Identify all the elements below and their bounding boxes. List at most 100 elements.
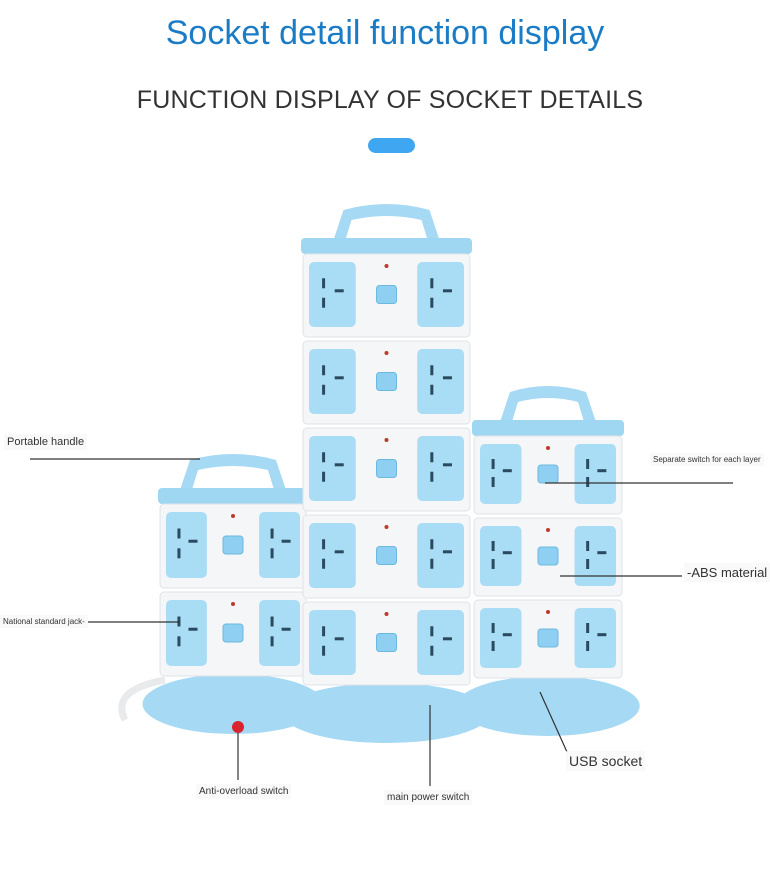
socket-pin-hole: [177, 548, 181, 559]
socket-pin-hole: [322, 645, 326, 656]
indicator-light: [231, 602, 235, 606]
socket-pin-hole: [270, 616, 274, 627]
socket-pin-hole: [334, 550, 344, 554]
socket-pin-hole: [188, 539, 198, 543]
socket-pin-hole: [491, 459, 495, 469]
socket-pin-hole: [322, 539, 326, 550]
socket-pin-hole: [430, 645, 434, 656]
label-portable-handle: Portable handle: [4, 434, 88, 450]
socket-pin-hole: [322, 452, 326, 463]
socket-pin-hole: [586, 541, 590, 551]
socket-outlet: [574, 526, 616, 586]
tower-base: [282, 683, 491, 743]
overload-switch-button: [232, 721, 244, 733]
socket-pin-hole: [430, 278, 434, 289]
socket-pin-hole: [270, 528, 274, 539]
socket-pin-hole: [491, 559, 495, 569]
socket-pin-hole: [322, 471, 326, 482]
socket-pin-hole: [597, 551, 607, 555]
socket-pin-hole: [430, 539, 434, 550]
socket-pin-hole: [430, 365, 434, 376]
socket-pin-hole: [322, 384, 326, 395]
socket-pin-hole: [442, 550, 452, 554]
layer-switch: [376, 372, 397, 391]
socket-pin-hole: [430, 471, 434, 482]
socket-pin-hole: [586, 641, 590, 651]
indicator-light: [231, 514, 235, 518]
layer-switch: [376, 546, 397, 565]
socket-pin-hole: [334, 463, 344, 467]
indicator-light: [384, 438, 389, 442]
layer-switch: [376, 633, 397, 652]
socket-pin-hole: [430, 452, 434, 463]
socket-pin-hole: [491, 623, 495, 633]
tower-base: [142, 674, 324, 734]
socket-pin-hole: [586, 477, 590, 487]
indicator-light: [384, 351, 389, 355]
socket-outlet: [574, 444, 616, 504]
indicator-light: [546, 610, 550, 614]
socket-outlet: [417, 262, 464, 327]
socket-outlet: [417, 349, 464, 414]
socket-outlet: [309, 349, 356, 414]
socket-pin-hole: [430, 384, 434, 395]
indicator-light: [384, 264, 389, 268]
socket-pin-hole: [281, 539, 291, 543]
socket-pin-hole: [491, 641, 495, 651]
layer-switch: [376, 459, 397, 478]
layer-switch: [537, 464, 559, 484]
tower-cap: [472, 420, 624, 436]
label-separate-switch: Separate switch for each layer: [650, 453, 764, 466]
layer-switch: [537, 546, 559, 566]
socket-outlet: [480, 444, 522, 504]
power-cable: [118, 676, 166, 722]
socket-pin-hole: [334, 289, 344, 293]
indicator-light: [546, 446, 550, 450]
socket-pin-hole: [586, 623, 590, 633]
socket-pin-hole: [281, 627, 291, 631]
socket-pin-hole: [270, 548, 274, 559]
socket-outlet: [309, 610, 356, 675]
socket-pin-hole: [442, 637, 452, 641]
socket-pin-hole: [502, 469, 512, 473]
socket-outlet: [309, 262, 356, 327]
socket-pin-hole: [430, 626, 434, 637]
indicator-light: [384, 525, 389, 529]
annotation-leader-line: [539, 691, 568, 753]
socket-outlet: [166, 512, 207, 578]
tower-cap: [301, 238, 472, 254]
indicator-light: [546, 528, 550, 532]
layer-switch: [376, 285, 397, 304]
socket-pin-hole: [177, 528, 181, 539]
socket-pin-hole: [502, 551, 512, 555]
layer-switch: [222, 535, 244, 555]
carry-handle: [178, 454, 288, 496]
carry-handle: [331, 204, 442, 246]
socket-pin-hole: [597, 469, 607, 473]
label-usb-socket: USB socket: [566, 751, 646, 771]
socket-outlet: [480, 526, 522, 586]
socket-outlet: [259, 512, 300, 578]
socket-pin-hole: [597, 633, 607, 637]
socket-pin-hole: [322, 365, 326, 376]
socket-pin-hole: [334, 376, 344, 380]
tower-base: [456, 676, 640, 736]
socket-pin-hole: [188, 627, 198, 631]
label-abs-material: -ABS material: [684, 563, 770, 582]
carry-handle: [498, 386, 598, 428]
socket-outlet: [166, 600, 207, 666]
socket-pin-hole: [442, 376, 452, 380]
accent-pill: [368, 138, 415, 153]
socket-pin-hole: [491, 541, 495, 551]
socket-pin-hole: [322, 558, 326, 569]
socket-pin-hole: [322, 297, 326, 308]
page-subtitle: FUNCTION DISPLAY OF SOCKET DETAILS: [136, 86, 644, 114]
socket-outlet: [574, 608, 616, 668]
socket-pin-hole: [322, 626, 326, 637]
socket-outlet: [309, 436, 356, 501]
socket-pin-hole: [442, 463, 452, 467]
page-title: Socket detail function display: [165, 14, 605, 52]
socket-outlet: [259, 600, 300, 666]
socket-pin-hole: [586, 459, 590, 469]
